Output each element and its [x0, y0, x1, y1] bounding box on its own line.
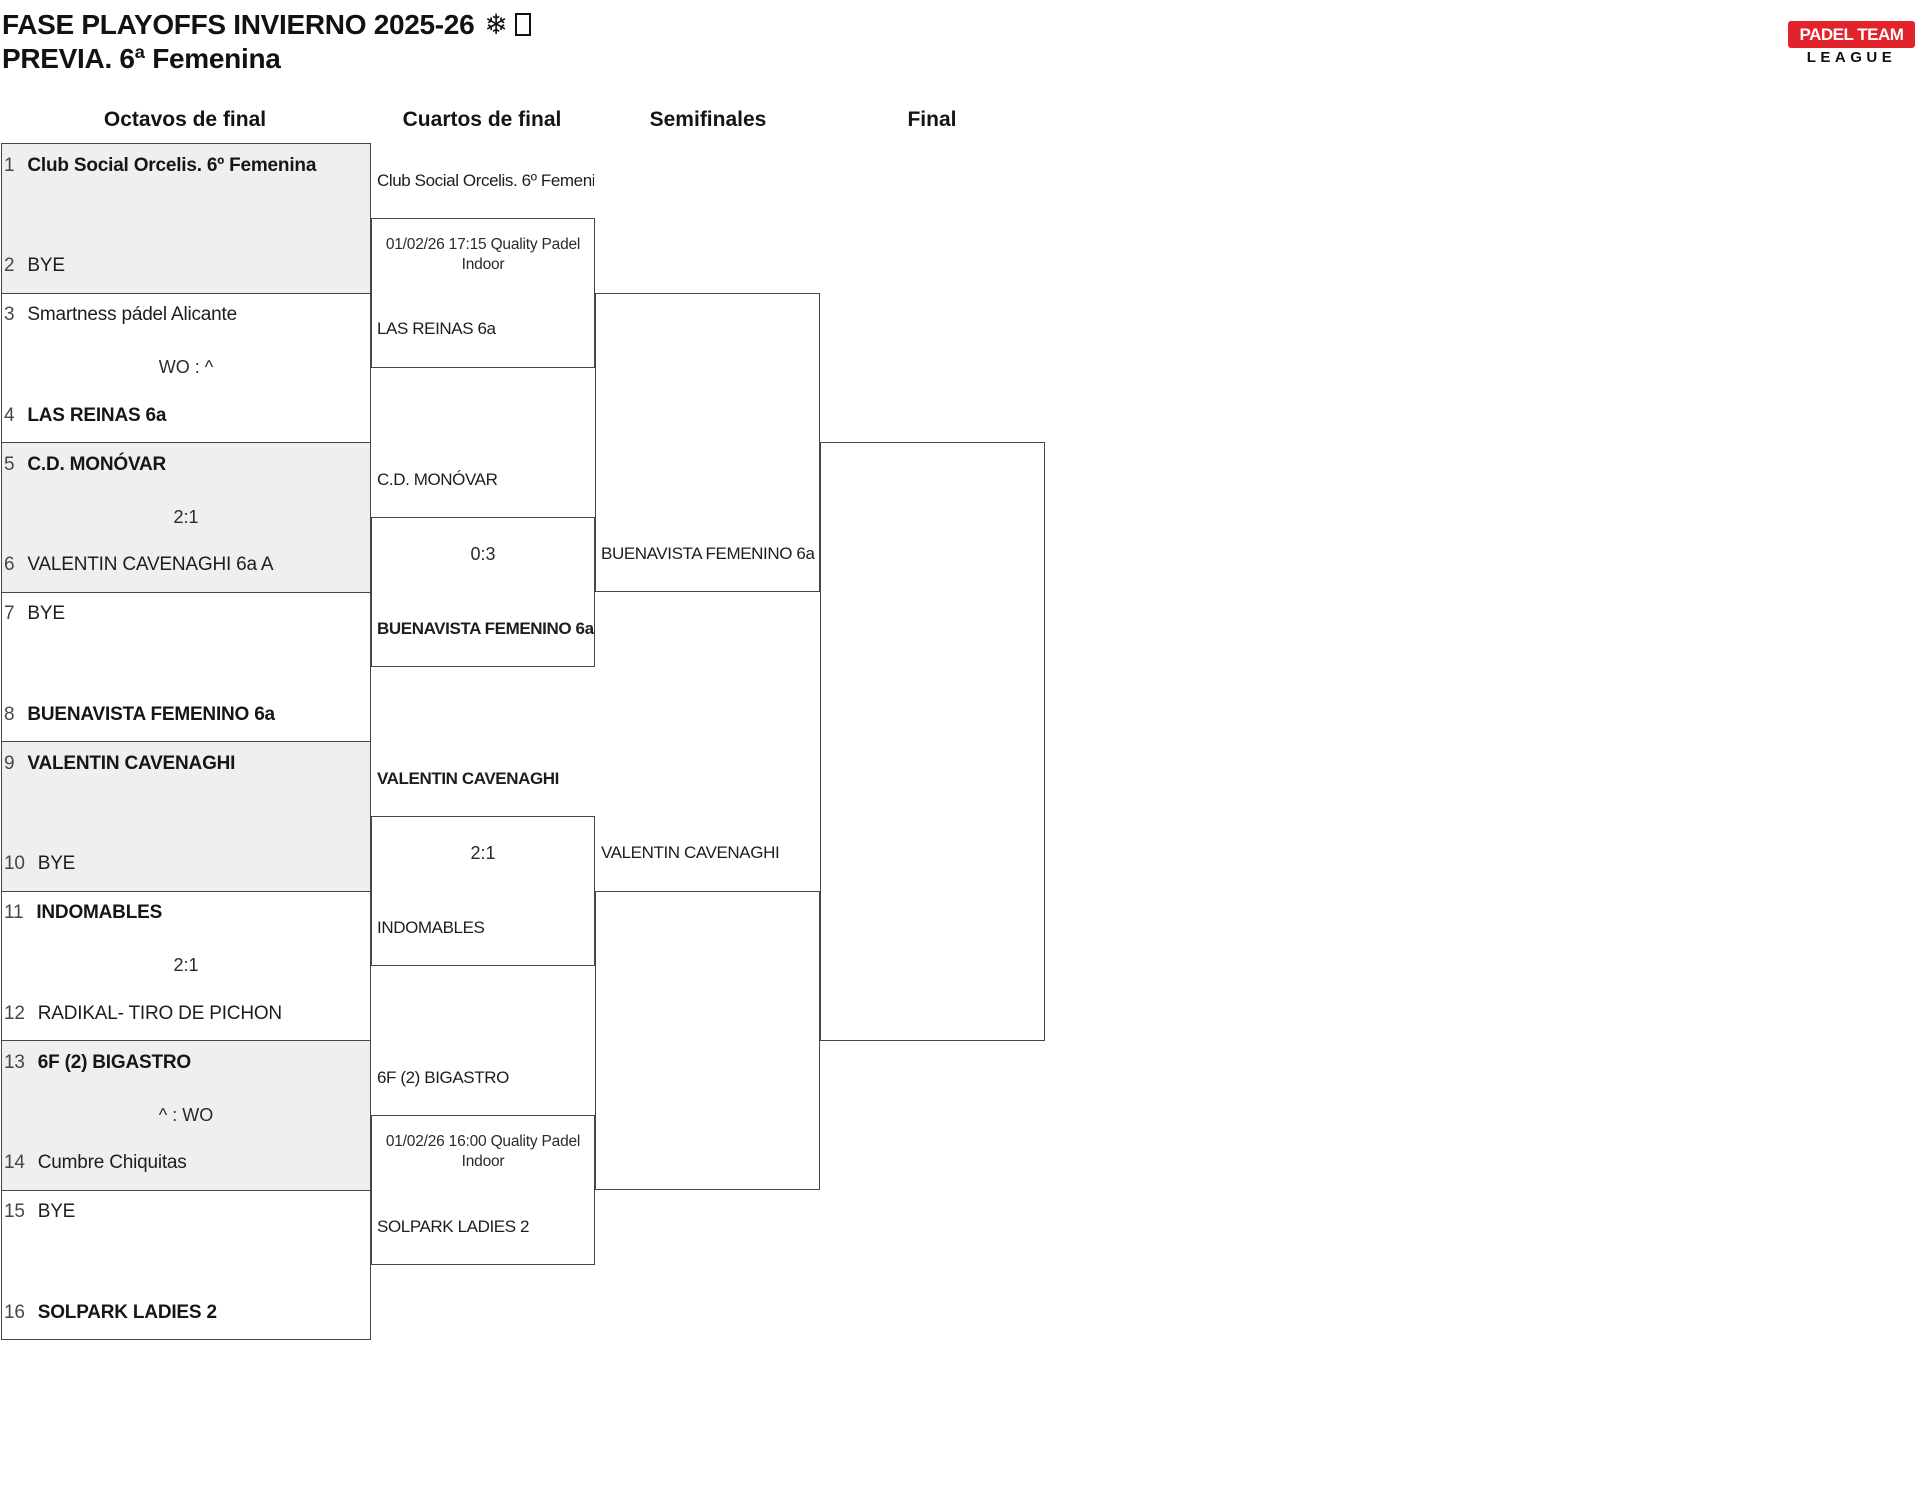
- participant-name: Club Social Orcelis. 6º Femenina: [27, 154, 317, 176]
- sf2-top-participant: VALENTIN CAVENAGHI: [601, 842, 780, 862]
- seed-number: 16: [4, 1301, 25, 1323]
- schedule-line: 01/02/26 16:00 Quality Padel: [385, 1133, 581, 1150]
- qf4-top-participant: 6F (2) BIGASTRO: [377, 1068, 509, 1087]
- r16-match-box-2[interactable]: [1, 292, 371, 443]
- seed-number: 9: [4, 752, 15, 774]
- participant-row-4: 4 LAS REINAS 6a: [4, 404, 166, 428]
- participant-name: BUENAVISTA FEMENINO 6a: [27, 703, 275, 725]
- participant-row-9: 9 VALENTIN CAVENAGHI: [4, 752, 235, 776]
- r16-match-box-7[interactable]: [1, 1040, 371, 1191]
- participant-name: Cumbre Chiquitas: [37, 1152, 187, 1173]
- seed-number: 11: [4, 902, 24, 923]
- logo-padel-team-text: PADEL TEAM: [1799, 25, 1904, 44]
- schedule-line: Indoor: [461, 1152, 505, 1170]
- seed-number: 12: [4, 1002, 25, 1024]
- schedule-line: 01/02/26 17:15 Quality Padel: [385, 236, 581, 253]
- qf-match-box-4[interactable]: [371, 1115, 595, 1265]
- qf2-match-score: 0:3: [470, 544, 496, 564]
- participant-row-1: 1 Club Social Orcelis. 6º Femenina: [4, 154, 316, 178]
- participant-name: RADIKAL- TIRO DE PICHON: [37, 1002, 282, 1024]
- participant-row-13: 13 6F (2) BIGASTRO: [4, 1051, 191, 1075]
- qf3-match-score: 2:1: [470, 843, 496, 863]
- participant-name: Smartness pádel Alicante: [27, 304, 237, 325]
- participant-row-16: 16 SOLPARK LADIES 2: [4, 1301, 217, 1325]
- seed-number: 6: [4, 554, 15, 575]
- round-header-semifinales: Semifinales: [649, 108, 767, 131]
- qf4-bottom-participant: SOLPARK LADIES 2: [377, 1217, 530, 1236]
- sf-match-box-1[interactable]: [595, 292, 820, 592]
- participant-row-15: 15 BYE: [4, 1200, 75, 1224]
- seed-number: 10: [4, 853, 25, 874]
- participant-row-7: 7 BYE: [4, 602, 65, 626]
- qf2-bottom-participant: BUENAVISTA FEMENINO 6a: [377, 619, 594, 638]
- participant-name: VALENTIN CAVENAGHI: [27, 752, 236, 774]
- participant-name: VALENTIN CAVENAGHI 6a A: [27, 554, 274, 575]
- seed-number: 7: [4, 603, 15, 624]
- r16-match-box-8[interactable]: [1, 1189, 371, 1340]
- participant-row-14: 14 Cumbre Chiquitas: [4, 1151, 187, 1175]
- qf1-top-participant: Club Social Orcelis. 6º Femeni: [377, 171, 594, 190]
- participant-row-10: 10 BYE: [4, 852, 75, 876]
- participant-name: INDOMABLES: [36, 902, 163, 923]
- snowflake-icon: ❄: [484, 9, 508, 40]
- seed-number: 8: [4, 703, 15, 725]
- qf2-top-participant: C.D. MONÓVAR: [377, 470, 498, 489]
- participant-name: LAS REINAS 6a: [27, 404, 167, 426]
- participant-row-2: 2 BYE: [4, 254, 65, 278]
- qf-match-box-2[interactable]: [371, 517, 595, 667]
- schedule-line: Indoor: [461, 255, 505, 273]
- participant-name: BYE: [27, 255, 65, 276]
- participant-row-12: 12 RADIKAL- TIRO DE PICHON: [4, 1002, 282, 1026]
- round-header-cuartos: Cuartos de final: [402, 108, 562, 131]
- participant-row-3: 3 Smartness pádel Alicante: [4, 303, 237, 327]
- logo-league-text: LEAGUE: [1806, 49, 1897, 66]
- participant-row-8: 8 BUENAVISTA FEMENINO 6a: [4, 703, 275, 727]
- qf-match-box-3[interactable]: [371, 816, 595, 966]
- missing-emoji-box-icon: [514, 13, 531, 36]
- participant-name: SOLPARK LADIES 2: [37, 1301, 217, 1323]
- participant-row-6: 6 VALENTIN CAVENAGHI 6a A: [4, 553, 274, 577]
- participant-name: C.D. MONÓVAR: [27, 453, 167, 475]
- seed-number: 3: [4, 304, 15, 325]
- sf-match-box-2[interactable]: [595, 890, 820, 1190]
- match-score-r16-7: ^ : WO: [158, 1105, 214, 1125]
- match-score-r16-2: WO : ^: [158, 357, 214, 377]
- qf1-bottom-participant: LAS REINAS 6a: [377, 319, 496, 338]
- round-header-octavos: Octavos de final: [103, 108, 267, 131]
- match-score-r16-6: 2:1: [173, 955, 199, 975]
- qf1-match-schedule: 01/02/26 17:15 Quality Padel Indoor: [372, 235, 594, 274]
- round-header-final: Final: [907, 108, 957, 131]
- seed-number: 13: [4, 1051, 25, 1073]
- participant-name: BYE: [37, 1201, 76, 1222]
- qf-match-box-1[interactable]: [371, 218, 595, 368]
- participant-row-11: 11 INDOMABLES: [4, 901, 162, 925]
- qf3-top-participant: VALENTIN CAVENAGHI: [377, 769, 560, 788]
- padel-team-league-logo[interactable]: PADEL TEAM: [1788, 21, 1915, 48]
- seed-number: 15: [4, 1201, 25, 1222]
- seed-number: 14: [4, 1152, 25, 1173]
- seed-number: 1: [4, 154, 15, 176]
- tournament-subtitle: PREVIA. 6ª Femenina: [2, 43, 281, 74]
- seed-number: 4: [4, 404, 15, 426]
- r16-match-box-1[interactable]: [1, 143, 371, 294]
- qf4-match-schedule: 01/02/26 16:00 Quality Padel Indoor: [372, 1132, 594, 1171]
- tournament-title: FASE PLAYOFFS INVIERNO 2025-26❄: [2, 9, 531, 41]
- final-match-box[interactable]: [820, 442, 1045, 1041]
- qf3-bottom-participant: INDOMABLES: [377, 918, 485, 937]
- participant-name: BYE: [27, 603, 65, 624]
- participant-name: BYE: [37, 853, 76, 874]
- participant-row-5: 5 C.D. MONÓVAR: [4, 453, 166, 477]
- seed-number: 5: [4, 453, 15, 475]
- sf1-bottom-participant: BUENAVISTA FEMENINO 6a: [601, 543, 815, 563]
- participant-name: 6F (2) BIGASTRO: [37, 1051, 191, 1073]
- match-score-r16-3: 2:1: [173, 507, 199, 527]
- r16-match-box-3[interactable]: [1, 442, 371, 593]
- seed-number: 2: [4, 255, 15, 276]
